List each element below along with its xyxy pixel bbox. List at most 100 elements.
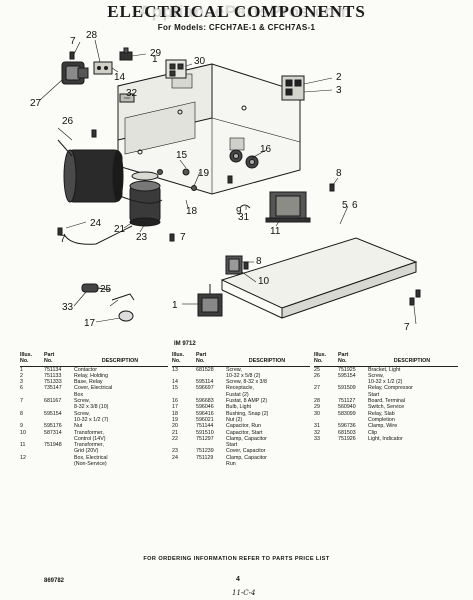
part-number: 681528 bbox=[196, 366, 214, 373]
description-line: Clamp, Capacitor bbox=[226, 454, 267, 461]
part-description: Bulb, Light bbox=[226, 404, 310, 410]
grid-transformer bbox=[265, 191, 311, 223]
wire-clamp bbox=[239, 204, 251, 209]
table-row: 11 751948 Transformer,Grid (20V) bbox=[20, 442, 168, 455]
callout-number: 33 bbox=[62, 302, 74, 313]
part-description: Cover, Capacitor bbox=[226, 448, 310, 454]
part-number: 751134 bbox=[44, 366, 62, 373]
callout-number: 18 bbox=[186, 206, 198, 217]
callout-number: 1 bbox=[172, 300, 178, 311]
snap-bushing bbox=[182, 168, 190, 176]
description-line: Cover, Capacitor bbox=[226, 448, 266, 455]
electrical-box-cover bbox=[220, 237, 418, 319]
part-description: Board, Terminal bbox=[368, 398, 458, 404]
illus-number: 14 bbox=[172, 379, 178, 386]
illus-number: 12 bbox=[20, 454, 26, 461]
description-line: 8-32 x 3/8 (10) bbox=[74, 404, 109, 411]
part-number: 583099 bbox=[338, 410, 356, 417]
illus-number: 8 bbox=[20, 410, 23, 417]
part-description: Clamp, Wire bbox=[368, 423, 458, 429]
description-line: Bushing, Snap (2) bbox=[226, 410, 269, 417]
handwritten-note: 11-C-4 bbox=[232, 589, 256, 597]
part-number: 595154 bbox=[44, 410, 62, 417]
part-description: Nut bbox=[74, 423, 168, 429]
part-number: 751948 bbox=[44, 442, 62, 449]
part-number: 751129 bbox=[196, 454, 214, 461]
part-description: Screw,10-32 x 1/2 (2) bbox=[368, 373, 458, 386]
header-illus: Illus.No. bbox=[172, 352, 196, 367]
callout-number: 7 bbox=[180, 232, 186, 243]
illus-number: 26 bbox=[314, 372, 320, 379]
part-number: 587314 bbox=[44, 429, 62, 436]
illus-number: 11 bbox=[20, 442, 26, 449]
figure-code: IM 9712 bbox=[174, 341, 196, 347]
table-row: 8 595154 Screw,10-32 x 1/2 (7) bbox=[20, 411, 168, 424]
callout-number: 15 bbox=[176, 150, 188, 161]
description-line: Transformer, bbox=[74, 442, 104, 449]
part-number: 596021 bbox=[196, 416, 214, 423]
callout-number: 24 bbox=[90, 218, 102, 229]
header-illus: Illus.No. bbox=[20, 352, 44, 367]
callout-number: 28 bbox=[86, 30, 98, 41]
description-line: Cover, Electrical bbox=[74, 385, 113, 392]
callout-number: 7 bbox=[404, 322, 410, 333]
holding-relay bbox=[281, 75, 305, 101]
description-line: 10-32 x 1/2 (2) bbox=[368, 379, 403, 386]
callout-number: 6 bbox=[352, 200, 358, 211]
part-number: 751926 bbox=[338, 435, 356, 442]
description-line: 10-32 x 5/8 (2) bbox=[226, 372, 261, 379]
illus-number: 24 bbox=[172, 454, 178, 461]
illus-number: 29 bbox=[314, 404, 320, 411]
header-description: DESCRIPTION bbox=[226, 352, 310, 367]
illus-number: 27 bbox=[314, 385, 320, 392]
description-line: 10-32 x 1/2 (7) bbox=[74, 416, 109, 423]
callout-number: 19 bbox=[198, 168, 210, 179]
callout-number: 21 bbox=[114, 224, 126, 235]
illus-number: 19 bbox=[172, 416, 178, 423]
fustats bbox=[229, 149, 259, 169]
part-description: Screw,8-32 x 3/8 (10) bbox=[74, 398, 168, 411]
callout-number: 7 bbox=[60, 234, 66, 245]
part-number bbox=[44, 455, 74, 468]
indicator-light bbox=[81, 283, 111, 293]
part-number: 751127 bbox=[338, 398, 356, 405]
description-line: Fustat (2) bbox=[226, 391, 249, 398]
description-line: Box, Electrical bbox=[74, 454, 108, 461]
part-number: 751144 bbox=[196, 423, 214, 430]
illus-number: 30 bbox=[314, 410, 320, 417]
part-description: Screw,10-32 x 1/2 (7) bbox=[74, 411, 168, 424]
part-number: 596046 bbox=[196, 404, 214, 411]
description-line: Grid (20V) bbox=[74, 448, 99, 455]
callout-number: 32 bbox=[126, 88, 138, 99]
callout-number: 17 bbox=[84, 318, 96, 329]
illus-number: 33 bbox=[314, 435, 320, 442]
start-capacitor bbox=[129, 180, 161, 227]
part-description: Box, Electrical(Non-Service) bbox=[74, 455, 168, 468]
description-line: Board, Terminal bbox=[368, 398, 405, 405]
capacitor-run-clamp bbox=[63, 225, 133, 245]
part-description: Base, Relay bbox=[74, 379, 168, 385]
part-description: Nut (2) bbox=[226, 417, 310, 423]
description-line: Completion bbox=[368, 416, 395, 423]
part-number: 735147 bbox=[44, 385, 62, 392]
description-line: Base, Relay bbox=[74, 379, 103, 386]
illus-number: 13 bbox=[172, 366, 178, 373]
description-line: Clamp, Wire bbox=[368, 423, 398, 430]
description-line: Screw, bbox=[74, 398, 90, 405]
callout-number: 7 bbox=[70, 36, 76, 47]
